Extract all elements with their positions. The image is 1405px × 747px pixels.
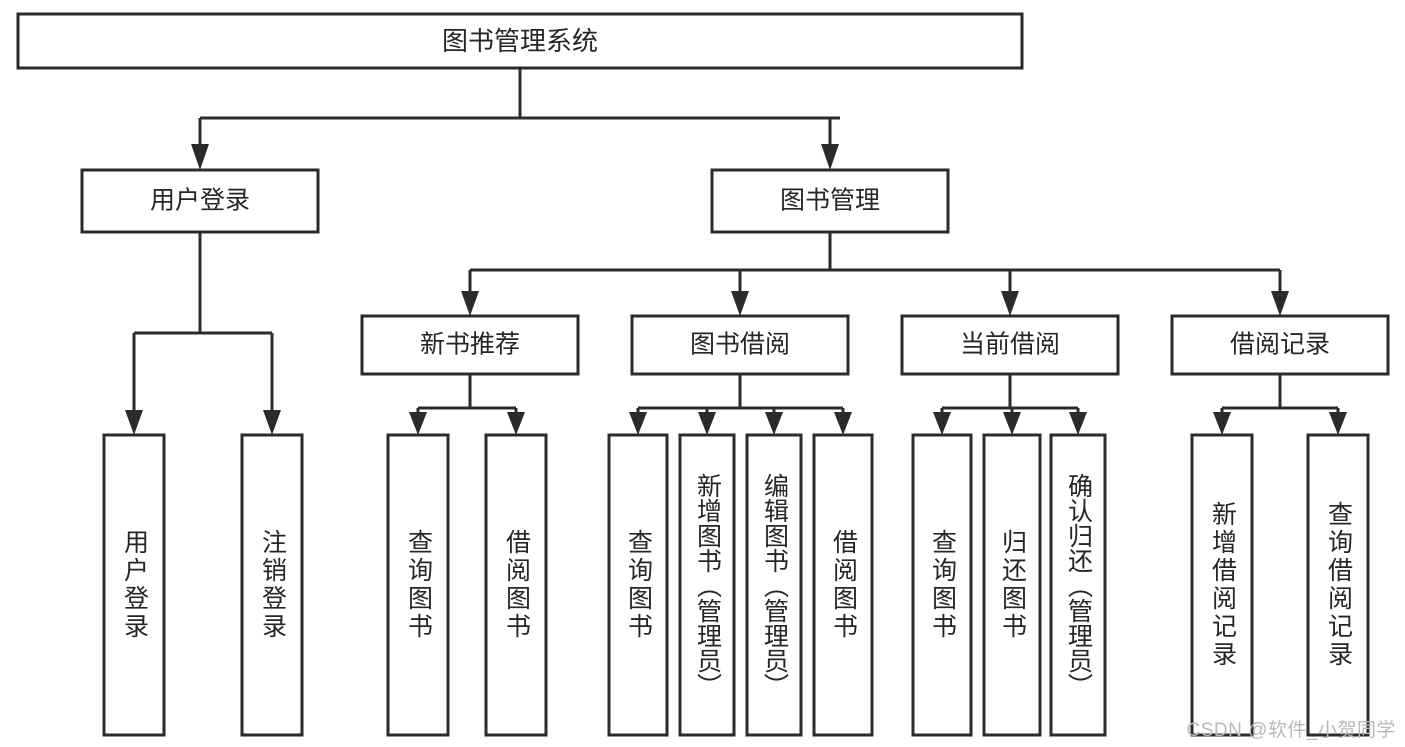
node-borrow-records[interactable]: 借阅记录 — [1170, 314, 1390, 376]
node-book-management-box[interactable] — [710, 168, 950, 234]
node-recommend-query-book-box[interactable] — [386, 433, 450, 737]
node-current-return-book-box[interactable] — [982, 433, 1042, 737]
node-user-login-label: 用户登录 — [150, 187, 250, 215]
node-user-login[interactable]: 用户登录 — [80, 168, 320, 234]
node-borrow-query-book-box[interactable] — [607, 433, 669, 737]
arrow-head-new-book-recommend — [461, 291, 479, 316]
node-records-add-record-box[interactable] — [1190, 433, 1254, 737]
node-current-borrow[interactable]: 当前借阅 — [900, 314, 1120, 376]
node-user-login-leaf-box[interactable] — [102, 433, 166, 737]
arrow-head-borrow-query-book — [629, 412, 647, 435]
arrow-head-borrow-records — [1271, 291, 1289, 316]
node-book-borrow[interactable]: 图书借阅 — [630, 314, 850, 376]
arrow-head-borrow-add-book — [698, 412, 716, 435]
node-borrow-edit-book-admin-box[interactable] — [745, 433, 803, 737]
node-borrow-records-label: 借阅记录 — [1230, 331, 1330, 359]
arrow-head-recommend-borrow-book — [507, 412, 525, 435]
node-root-box[interactable] — [16, 12, 1024, 70]
node-current-borrow-box[interactable] — [900, 314, 1120, 376]
arrow-head-book-management — [821, 144, 839, 170]
node-user-login-box[interactable] — [80, 168, 320, 234]
node-current-borrow-label: 当前借阅 — [960, 331, 1060, 359]
arrow-head-recommend-query-book — [409, 412, 427, 435]
node-user-logout-leaf-box[interactable] — [240, 433, 304, 737]
node-borrow-add-book-admin-box[interactable] — [678, 433, 736, 737]
arrow-head-user-login — [191, 144, 209, 170]
node-borrow-borrow-book-box[interactable] — [812, 433, 874, 737]
node-root-label: 图书管理系统 — [442, 26, 598, 56]
watermark-text: CSDN @软件_小贺同学 — [1186, 720, 1396, 741]
node-current-query-book-box[interactable] — [911, 433, 973, 737]
node-new-book-recommend[interactable]: 新书推荐 — [360, 314, 580, 376]
node-book-management[interactable]: 图书管理 — [710, 168, 950, 234]
node-book-management-label: 图书管理 — [780, 187, 880, 215]
arrow-head-current-query-book — [933, 412, 951, 435]
node-records-query-record-box[interactable] — [1306, 433, 1370, 737]
node-current-confirm-return-admin-box[interactable] — [1049, 433, 1107, 737]
arrow-head-book-borrow — [731, 291, 749, 316]
arrow-head-borrow-edit-book — [765, 412, 783, 435]
arrow-head-current-return-book — [1003, 412, 1021, 435]
node-root[interactable]: 图书管理系统 — [16, 12, 1024, 70]
arrow-head-current-confirm-return — [1069, 412, 1087, 435]
arrow-head-user-logout-leaf — [263, 410, 281, 435]
arrow-head-records-query-record — [1329, 412, 1347, 435]
node-recommend-borrow-book-box[interactable] — [484, 433, 548, 737]
arrow-head-borrow-borrow-book — [834, 412, 852, 435]
connector-layer — [125, 68, 1347, 435]
node-layer: 图书管理系统 用户登录 图书管理 新书推荐 图书借阅 — [16, 12, 1390, 737]
node-book-borrow-box[interactable] — [630, 314, 850, 376]
arrow-head-current-borrow — [1001, 291, 1019, 316]
node-book-borrow-label: 图书借阅 — [690, 331, 790, 359]
arrow-head-user-login-leaf — [125, 410, 143, 435]
node-new-book-recommend-box[interactable] — [360, 314, 580, 376]
node-new-book-recommend-label: 新书推荐 — [420, 331, 520, 359]
node-borrow-records-box[interactable] — [1170, 314, 1390, 376]
arrow-head-records-add-record — [1213, 412, 1231, 435]
